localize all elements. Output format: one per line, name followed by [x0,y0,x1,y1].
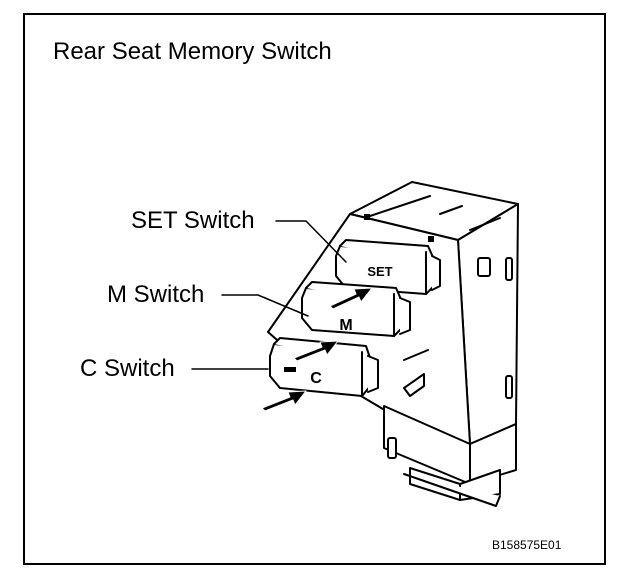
m-switch-label: M Switch [107,281,205,308]
figure-title: Rear Seat Memory Switch [53,38,332,65]
set-switch-label: SET Switch [131,207,255,234]
c-press-arrow [261,390,307,412]
set-leader-line [275,220,347,263]
set-press-arrow [329,287,373,310]
m-press-arrow [293,340,339,362]
m-leader-line [221,294,309,317]
connector-side [469,423,517,485]
figure-frame [23,13,606,565]
figure-code: B158575E01 [492,538,562,552]
indicator-mark [284,367,296,372]
c-switch-label: C Switch [80,355,175,382]
m-button-text: M [339,317,352,334]
set-button-text: SET [367,264,392,279]
c-button-text: C [310,370,322,387]
